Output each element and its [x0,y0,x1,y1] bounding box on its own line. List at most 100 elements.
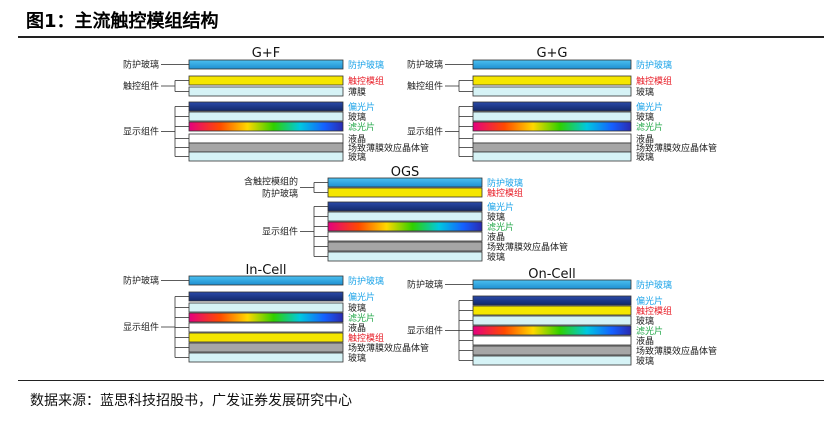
layer-oncell-5 [472,335,632,346]
layer-incell-5 [188,332,344,343]
layer-ogs-1 [327,187,483,198]
layer-oncell-4 [472,325,632,336]
group-label: 显示组件 [407,126,443,138]
structure-title: G+F [252,46,280,61]
structure-gf: G+F防护玻璃触控模组薄膜偏光片玻璃滤光片液晶场致薄膜效应晶体管玻璃防护玻璃触控… [123,46,429,163]
layer-label: 液晶 [348,133,366,145]
group-label: 防护玻璃 [407,279,443,291]
group-label: 防护玻璃 [407,59,443,71]
structure-ogs: OGS防护玻璃触控模组偏光片玻璃滤光片液晶场致薄膜效应晶体管玻璃含触控模组的防护… [244,165,568,263]
group-label: 显示组件 [407,325,443,337]
layer-gg-3 [472,101,632,112]
layer-gf-8 [188,151,344,162]
layer-label: 滤光片 [348,312,375,324]
layer-label: 玻璃 [636,355,654,367]
layer-incell-1 [188,291,344,302]
layer-incell-6 [188,342,344,353]
structure-title: On-Cell [528,267,575,282]
layer-label: 玻璃 [348,151,366,163]
layer-label: 场致薄膜效应晶体管 [636,345,717,357]
layer-gf-2 [188,86,344,97]
layer-ogs-7 [327,251,483,262]
structure-title: In-Cell [245,263,286,278]
source-note: 数据来源：蓝思科技招股书，广发证券发展研究中心 [30,393,352,409]
structure-title: OGS [391,165,420,180]
layer-label: 滤光片 [636,121,663,133]
layer-gf-7 [188,142,344,153]
layer-label: 防护玻璃 [348,59,384,71]
layer-label: 触控模组 [348,75,384,87]
structure-title: G+G [536,46,567,61]
layer-gf-5 [188,121,344,132]
layer-label: 玻璃 [636,151,654,163]
layer-incell-2 [188,302,344,313]
layer-gg-5 [472,121,632,132]
group-label: 显示组件 [123,321,159,333]
layer-gg-6 [472,133,632,144]
layer-incell-7 [188,352,344,363]
layer-oncell-7 [472,355,632,366]
layer-label: 玻璃 [487,211,505,223]
layer-ogs-6 [327,241,483,252]
group-label-line2: 防护玻璃 [262,188,298,200]
layer-label: 场致薄膜效应晶体管 [348,342,429,354]
layer-label: 触控模组 [636,75,672,87]
layer-ogs-0 [327,177,483,188]
group-label: 显示组件 [262,226,298,238]
layer-oncell-1 [472,295,632,306]
layer-label: 液晶 [636,335,654,347]
layer-oncell-2 [472,305,632,316]
layer-label: 防护玻璃 [636,59,672,71]
layer-label: 触控模组 [636,305,672,317]
layer-gg-8 [472,151,632,162]
layer-label: 玻璃 [487,251,505,263]
layer-label: 滤光片 [348,121,375,133]
layer-label: 偏光片 [348,101,375,113]
layer-label: 滤光片 [636,325,663,337]
figure-title: 图1：主流触控模组结构 [26,11,219,32]
group-label: 含触控模组的 [244,176,298,188]
layer-gg-0 [472,59,632,70]
layer-gf-1 [188,75,344,86]
layer-ogs-3 [327,211,483,222]
layer-oncell-6 [472,345,632,356]
layer-incell-3 [188,312,344,323]
group-label: 防护玻璃 [123,59,159,71]
layer-label: 偏光片 [487,201,514,213]
layer-label: 防护玻璃 [348,275,384,287]
structure-oncell: On-Cell防护玻璃偏光片触控模组玻璃滤光片液晶场致薄膜效应晶体管玻璃防护玻璃… [407,267,717,367]
layer-label: 玻璃 [636,86,654,98]
layer-gg-1 [472,75,632,86]
structure-gg: G+G防护玻璃触控模组玻璃偏光片玻璃滤光片液晶场致薄膜效应晶体管玻璃防护玻璃触控… [407,46,717,163]
layer-gf-4 [188,111,344,122]
layer-label: 玻璃 [348,111,366,123]
layer-label: 场致薄膜效应晶体管 [636,142,717,154]
layer-gf-0 [188,59,344,70]
structure-incell: In-Cell防护玻璃偏光片玻璃滤光片液晶触控模组场致薄膜效应晶体管玻璃防护玻璃… [123,263,429,364]
layer-gg-4 [472,111,632,122]
group-label: 防护玻璃 [123,275,159,287]
layer-incell-0 [188,275,344,286]
top-rule [18,36,824,38]
layer-label: 薄膜 [348,86,366,98]
layer-ogs-4 [327,221,483,232]
layer-label: 防护玻璃 [636,279,672,291]
layer-label: 玻璃 [636,111,654,123]
layer-label: 液晶 [636,133,654,145]
layer-label: 液晶 [348,322,366,334]
layer-ogs-2 [327,201,483,212]
layer-label: 玻璃 [636,315,654,327]
layer-gg-2 [472,86,632,97]
layer-gg-7 [472,142,632,153]
layer-gf-6 [188,133,344,144]
group-label: 触控组件 [407,80,443,92]
layer-label: 玻璃 [348,352,366,364]
layer-label: 玻璃 [348,302,366,314]
group-label: 显示组件 [123,126,159,138]
layer-label: 偏光片 [636,295,663,307]
layer-gf-3 [188,101,344,112]
layer-label: 触控模组 [348,332,384,344]
layer-label: 场致薄膜效应晶体管 [487,241,568,253]
group-label: 触控组件 [123,80,159,92]
layer-label: 防护玻璃 [487,177,523,189]
